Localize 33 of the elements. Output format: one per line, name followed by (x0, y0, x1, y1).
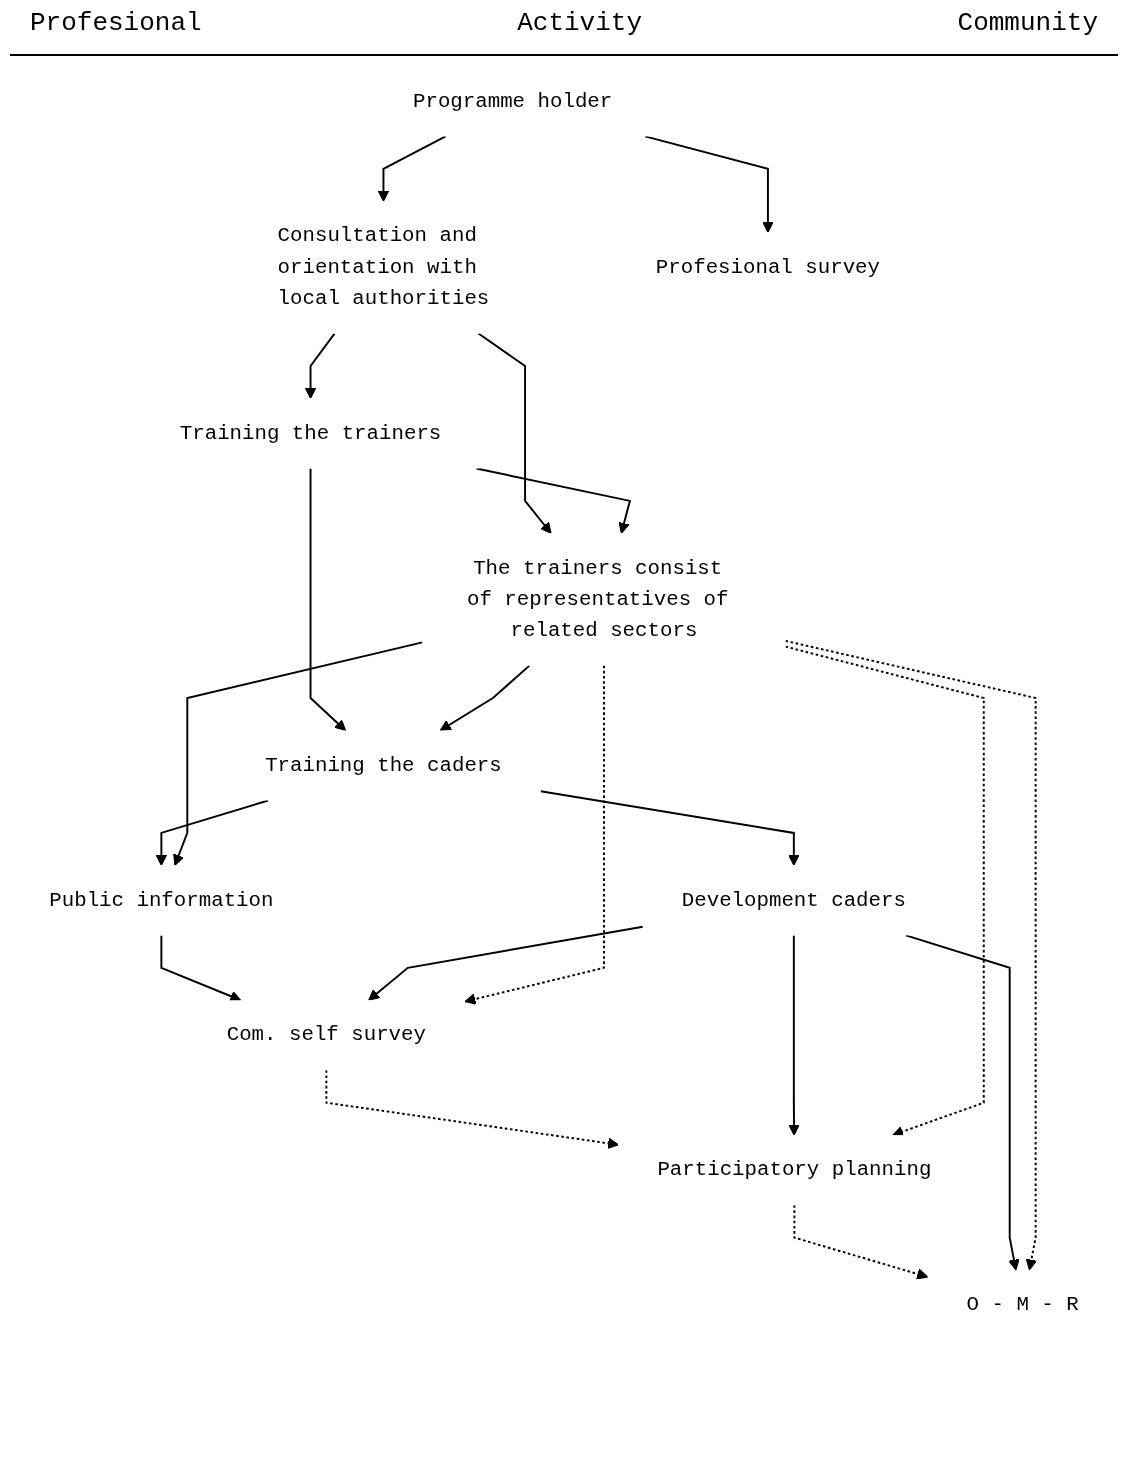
arrow (793, 1204, 929, 1280)
arrow (788, 934, 800, 1136)
arrow (325, 1069, 619, 1149)
arrow (477, 332, 552, 534)
arrow (160, 934, 242, 1002)
arrow (439, 664, 531, 731)
column-heading: Profesional (30, 8, 202, 38)
node-text: Training the caders (265, 753, 502, 778)
column-heading: Community (957, 8, 1098, 38)
node-text: Com. self survey (226, 1023, 426, 1047)
node-text: Participatory planning (657, 1158, 932, 1182)
arrow (475, 467, 632, 534)
arrow (904, 934, 1020, 1271)
arrow (377, 135, 447, 202)
arrow (784, 639, 1037, 1271)
arrow (368, 925, 644, 1001)
node-text: Programme holder (412, 89, 613, 114)
arrow (309, 467, 347, 731)
arrow (304, 332, 336, 399)
arrow (784, 645, 985, 1138)
node-text: Profesional survey (655, 255, 880, 280)
node-text: Public information (49, 888, 274, 913)
node-text: O - M - R (966, 1293, 1079, 1317)
arrow (173, 641, 424, 866)
arrow (539, 790, 800, 866)
column-heading: Activity (517, 8, 642, 38)
node-text: The trainers consist of representatives of related sectors (466, 556, 729, 643)
node-text: Training the trainers (179, 421, 442, 446)
arrow (644, 135, 774, 233)
arrow (155, 799, 270, 866)
node-text: Development caders (681, 888, 906, 913)
node-text: Consultation and orientation with local authorities (277, 224, 490, 311)
arrow (464, 664, 605, 1005)
